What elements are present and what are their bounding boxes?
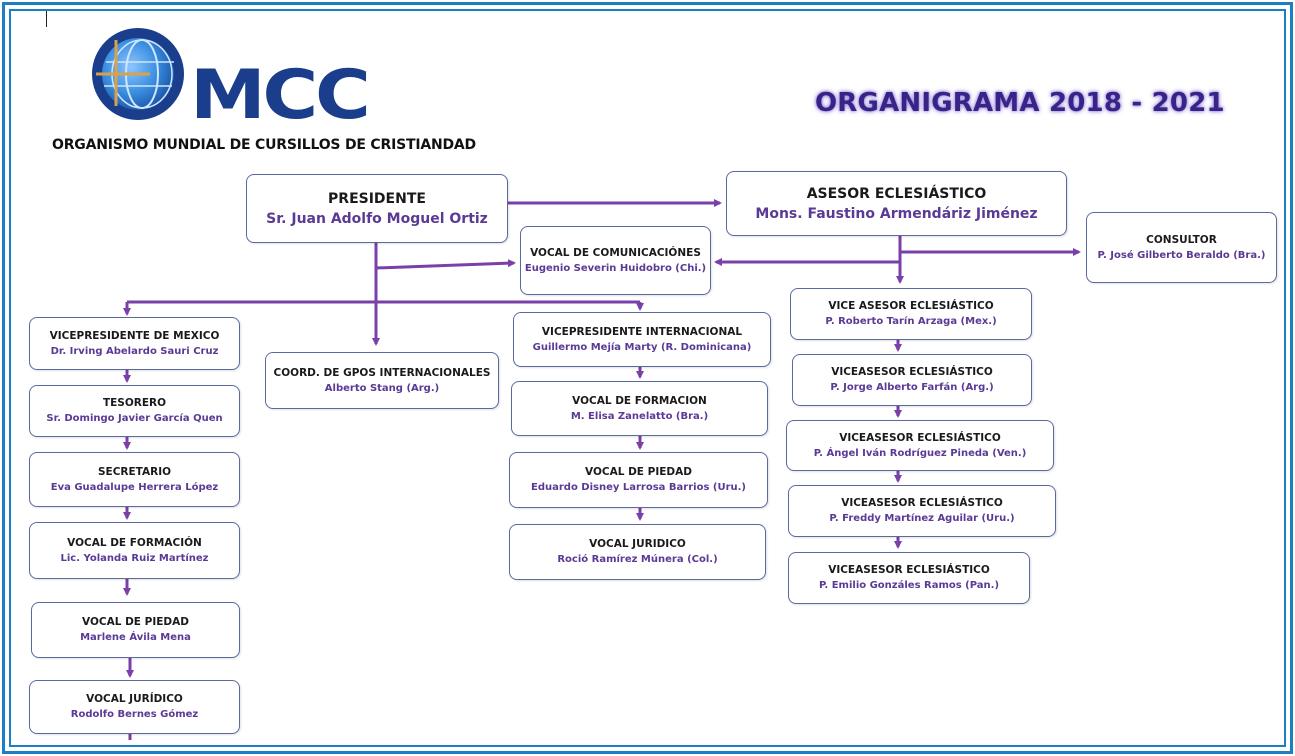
organization-name: ORGANISMO MUNDIAL DE CURSILLOS DE CRISTI… [52, 137, 476, 153]
person-name: P. Jorge Alberto Farfán (Arg.) [830, 382, 994, 393]
coordination-box: COORD. DE GPOS INTERNACIONALES Alberto S… [265, 352, 499, 409]
org-box: VICEASESOR ECLESIÁSTICO P. Emilio Gonzál… [788, 552, 1030, 604]
org-box: VICEPRESIDENTE DE MEXICO Dr. Irving Abel… [29, 317, 240, 370]
person-name: Marlene Ávila Mena [80, 632, 191, 643]
person-name: Rodolfo Bernes Gómez [70, 709, 199, 720]
role-label: COORD. DE GPOS INTERNACIONALES [273, 366, 491, 379]
person-name: Eduardo Disney Larrosa Barrios (Uru.) [531, 482, 746, 493]
role-label: VOCAL DE PIEDAD [82, 616, 189, 628]
role-label: VICEPRESIDENTE DE MEXICO [49, 329, 220, 342]
person-name: Mons. Faustino Armendáriz Jiménez [755, 205, 1038, 222]
role-label: TESORERO [102, 397, 167, 409]
person-name: Roció Ramírez Múnera (Col.) [557, 554, 718, 565]
person-name: P. Ángel Iván Rodríguez Pineda (Ven.) [813, 447, 1027, 459]
org-box: VOCAL DE PIEDAD Eduardo Disney Larrosa B… [509, 452, 768, 508]
org-box: VICEPRESIDENTE INTERNACIONAL Guillermo M… [513, 312, 771, 367]
globe-cross-logo-icon [92, 28, 184, 120]
org-box: VOCAL DE FORMACION M. Elisa Zanelatto (B… [511, 381, 768, 436]
role-label: PRESIDENTE [328, 190, 426, 207]
person-name: M. Elisa Zanelatto (Bra.) [570, 410, 709, 422]
logo-wordmark: MCC [190, 56, 371, 135]
page-frame-inner [9, 9, 1286, 747]
role-label: VOCAL DE FORMACIÓN [67, 536, 202, 549]
text-cursor [46, 11, 47, 27]
role-label: VOCAL DE COMUNICACIÓNES [530, 246, 701, 259]
org-box: VICEASESOR ECLESIÁSTICO P. Freddy Martín… [788, 485, 1056, 537]
org-box: VOCAL JURÍDICO Rodolfo Bernes Gómez [29, 680, 240, 734]
org-box: TESORERO Sr. Domingo Javier García Quen [29, 385, 240, 437]
org-box: VOCAL JURIDICO Roció Ramírez Múnera (Col… [509, 524, 766, 580]
person-name: Lic. Yolanda Ruiz Martínez [60, 552, 209, 564]
org-box: SECRETARIO Eva Guadalupe Herrera López [29, 452, 240, 507]
role-label: VOCAL DE PIEDAD [585, 466, 692, 478]
role-label: VOCAL JURIDICO [589, 538, 686, 550]
org-box: VOCAL DE FORMACIÓN Lic. Yolanda Ruiz Mar… [29, 522, 240, 579]
person-name: Sr. Juan Adolfo Moguel Ortiz [266, 210, 488, 227]
role-label: VICEASESOR ECLESIÁSTICO [828, 564, 990, 576]
advisor-box: ASESOR ECLESIÁSTICO Mons. Faustino Armen… [726, 171, 1067, 236]
person-name: P. Roberto Tarín Arzaga (Mex.) [825, 316, 997, 327]
role-label: VOCAL JURÍDICO [86, 693, 183, 705]
chart-title: ORGANIGRAMA 2018 - 2021 [815, 88, 1225, 118]
president-box: PRESIDENTE Sr. Juan Adolfo Moguel Ortiz [246, 174, 508, 243]
person-name: P. Freddy Martínez Aguilar (Uru.) [829, 513, 1015, 524]
person-name: Alberto Stang (Arg.) [324, 382, 440, 394]
role-label: CONSULTOR [1146, 233, 1217, 246]
person-name: P. José Gilberto Beraldo (Bra.) [1097, 249, 1266, 261]
role-label: ASESOR ECLESIÁSTICO [806, 185, 987, 202]
role-label: VICEASESOR ECLESIÁSTICO [841, 497, 1003, 509]
org-box: VOCAL DE PIEDAD Marlene Ávila Mena [31, 602, 240, 658]
person-name: Eugenio Severin Huidobro (Chi.) [524, 262, 707, 274]
person-name: Guillermo Mejía Marty (R. Dominicana) [532, 341, 752, 353]
role-label: VICEASESOR ECLESIÁSTICO [839, 431, 1001, 444]
org-box: VICE ASESOR ECLESIÁSTICO P. Roberto Tarí… [790, 288, 1032, 340]
communications-box: VOCAL DE COMUNICACIÓNES Eugenio Severin … [520, 226, 711, 295]
role-label: VICEPRESIDENTE INTERNACIONAL [541, 325, 743, 338]
role-label: VICE ASESOR ECLESIÁSTICO [828, 300, 994, 312]
person-name: Eva Guadalupe Herrera López [50, 481, 219, 493]
person-name: Sr. Domingo Javier García Quen [46, 413, 223, 424]
org-box: VICEASESOR ECLESIÁSTICO P. Jorge Alberto… [792, 354, 1032, 406]
person-name: Dr. Irving Abelardo Sauri Cruz [50, 345, 219, 357]
consultant-box: CONSULTOR P. José Gilberto Beraldo (Bra.… [1086, 212, 1277, 283]
org-box: VICEASESOR ECLESIÁSTICO P. Ángel Iván Ro… [786, 420, 1054, 471]
role-label: VOCAL DE FORMACION [572, 394, 707, 407]
person-name: P. Emilio Gonzáles Ramos (Pan.) [818, 580, 1000, 591]
role-label: SECRETARIO [97, 465, 172, 478]
role-label: VICEASESOR ECLESIÁSTICO [831, 366, 993, 378]
